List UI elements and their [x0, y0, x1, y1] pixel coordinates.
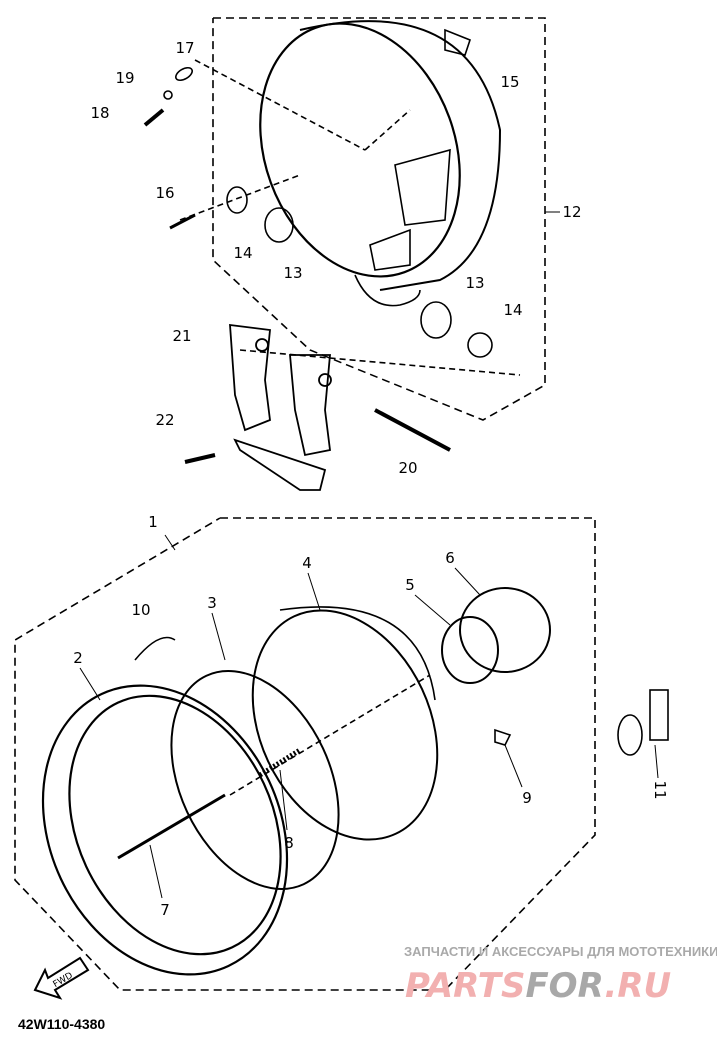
drawing-code: 42W110-4380	[18, 1016, 106, 1032]
watermark-logo: PARTSFOR.RU	[405, 966, 671, 1006]
part-label-3: 3	[207, 594, 217, 612]
part-label-12: 12	[562, 203, 582, 221]
watermark-brand-part2: FOR	[525, 966, 605, 1006]
part-label-14b: 14	[503, 301, 523, 319]
headlight-housing	[259, 20, 502, 307]
leader-lines	[179, 59, 521, 376]
part-label-22: 22	[155, 411, 175, 429]
nut-9	[494, 728, 512, 746]
part-label-13b: 13	[465, 274, 485, 292]
bolt-20	[374, 408, 451, 452]
group-outline-1	[14, 517, 596, 991]
part-label-5: 5	[405, 576, 415, 594]
headlight-bracket	[229, 323, 332, 491]
part-label-15: 15	[500, 73, 520, 91]
part-label-2: 2	[73, 649, 83, 667]
watermark-brand-part3: .RU	[604, 966, 672, 1006]
part-label-16: 16	[155, 184, 175, 202]
small-parts-top	[143, 28, 493, 358]
group-outline-12	[212, 17, 546, 421]
part-label-11: 11	[651, 780, 669, 800]
wire-clip-10	[134, 636, 176, 661]
part-label-18: 18	[90, 104, 110, 122]
part-label-13a: 13	[283, 264, 303, 282]
bolt-22	[184, 453, 216, 464]
part-label-21: 21	[172, 327, 192, 345]
part-label-1: 1	[148, 513, 158, 531]
part-label-9: 9	[522, 789, 532, 807]
part-label-6: 6	[445, 549, 455, 567]
mounting-ring	[170, 670, 340, 890]
label-leaders	[79, 211, 659, 899]
watermark-tagline: ЗАПЧАСТИ И АКСЕССУАРЫ ДЛЯ МОТОТЕХНИКИ	[404, 944, 717, 959]
part-label-4: 4	[302, 554, 312, 572]
part-label-14a: 14	[233, 244, 253, 262]
part-label-20: 20	[398, 459, 418, 477]
headlight-bulb	[617, 689, 669, 756]
lens-unit	[251, 606, 439, 841]
part-label-8: 8	[284, 834, 294, 852]
watermark-brand-part1: PARTS	[405, 966, 526, 1006]
screw-7	[117, 793, 226, 860]
bulb-cover-ring	[441, 616, 499, 684]
headlight-rim	[41, 684, 289, 976]
part-label-7: 7	[160, 901, 170, 919]
bulb-cover	[459, 587, 551, 673]
part-label-10: 10	[131, 601, 151, 619]
part-label-19: 19	[115, 69, 135, 87]
part-label-17: 17	[175, 39, 195, 57]
forward-arrow-icon: FWD	[33, 956, 90, 1000]
